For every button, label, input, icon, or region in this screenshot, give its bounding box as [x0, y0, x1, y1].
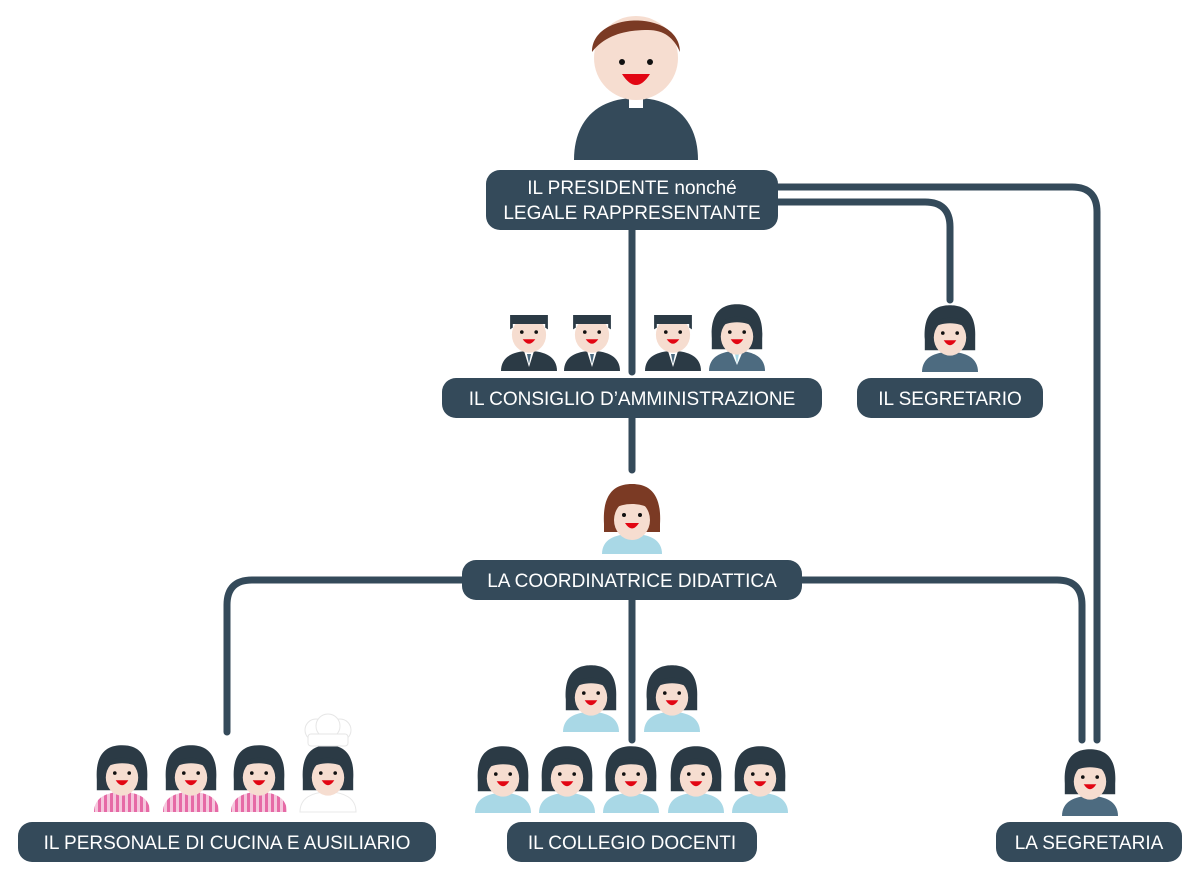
coordinatrice-label: LA COORDINATRICE DIDATTICA: [487, 571, 777, 592]
woman-suit-icon: [709, 304, 765, 371]
consiglio-label: IL CONSIGLIO D’AMMINISTRAZIONE: [469, 389, 796, 410]
node-segretario: IL SEGRETARIO: [857, 378, 1043, 418]
chef-woman-icon: [299, 713, 357, 813]
brown-hair-woman-icon: [602, 484, 662, 554]
teacher-icon: [539, 746, 595, 813]
node-segretaria: LA SEGRETARIA: [996, 822, 1182, 862]
man-suit-icon: [501, 315, 557, 371]
connector-coordinatrice-segretaria: [796, 576, 1086, 744]
priest-icon: [574, 16, 698, 160]
teacher-icon: [603, 746, 659, 813]
teacher-icon: [644, 665, 700, 732]
node-coordinatrice: LA COORDINATRICE DIDATTICA: [462, 560, 802, 600]
striped-apron-woman-icon: [94, 745, 150, 812]
node-collegio: IL COLLEGIO DOCENTI: [507, 822, 757, 862]
personale-label: IL PERSONALE DI CUCINA E AUSILIARIO: [44, 833, 411, 854]
striped-apron-woman-icon: [231, 745, 287, 812]
connector-presidente-segretario: [771, 198, 954, 304]
connector-lines: [223, 183, 1101, 744]
presidente-label-line1: IL PRESIDENTE nonché: [527, 178, 736, 199]
node-consiglio: IL CONSIGLIO D’AMMINISTRAZIONE: [442, 378, 822, 418]
collegio-label: IL COLLEGIO DOCENTI: [528, 833, 736, 854]
striped-apron-woman-icon: [163, 745, 219, 812]
connector-presidente-segretaria: [771, 183, 1101, 744]
teacher-icon: [563, 665, 619, 732]
man-suit-icon: [564, 315, 620, 371]
teacher-icon: [475, 746, 531, 813]
man-suit-icon: [645, 315, 701, 371]
teacher-icon: [732, 746, 788, 813]
segretario-label: IL SEGRETARIO: [878, 389, 1022, 410]
woman-icon: [922, 305, 978, 372]
node-presidente: IL PRESIDENTE nonché LEGALE RAPPRESENTAN…: [486, 170, 778, 230]
teacher-icon: [668, 746, 724, 813]
connector-coordinatrice-personale: [223, 576, 470, 736]
woman-icon: [1062, 749, 1118, 816]
personale-figures: [94, 713, 357, 813]
node-personale: IL PERSONALE DI CUCINA E AUSILIARIO: [18, 822, 436, 862]
segretaria-label: LA SEGRETARIA: [1015, 833, 1164, 854]
presidente-label-line2: LEGALE RAPPRESENTANTE: [503, 203, 760, 224]
